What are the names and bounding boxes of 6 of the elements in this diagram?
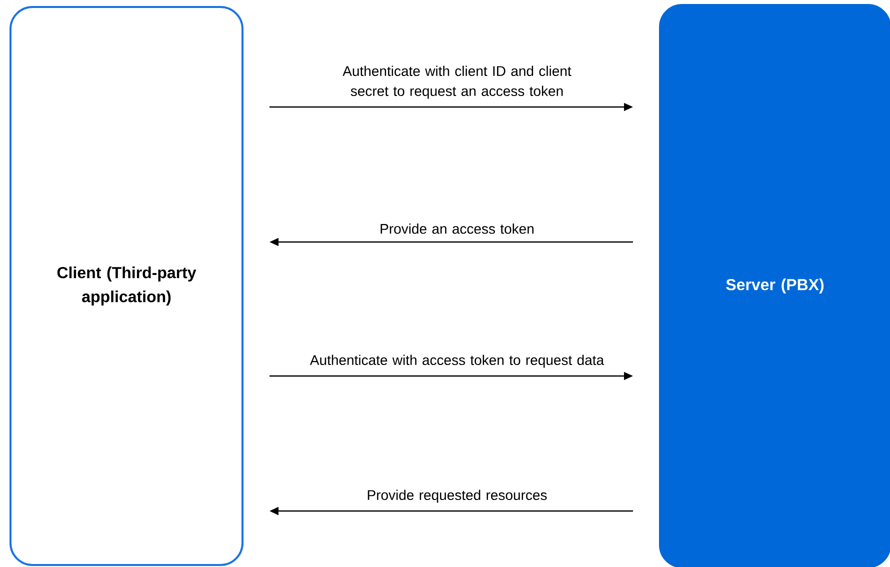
edge-label: Authenticate with client ID and client secret to request an access token: [342, 66, 572, 99]
edge-label: Authenticate with access token to request data: [310, 354, 604, 368]
edge-label: Provide requested resources: [368, 490, 547, 503]
client-box: Client (Third-party application): [10, 6, 244, 566]
server-box: Server (PBX): [659, 4, 890, 567]
edge-label: Provide an access token: [380, 224, 534, 234]
